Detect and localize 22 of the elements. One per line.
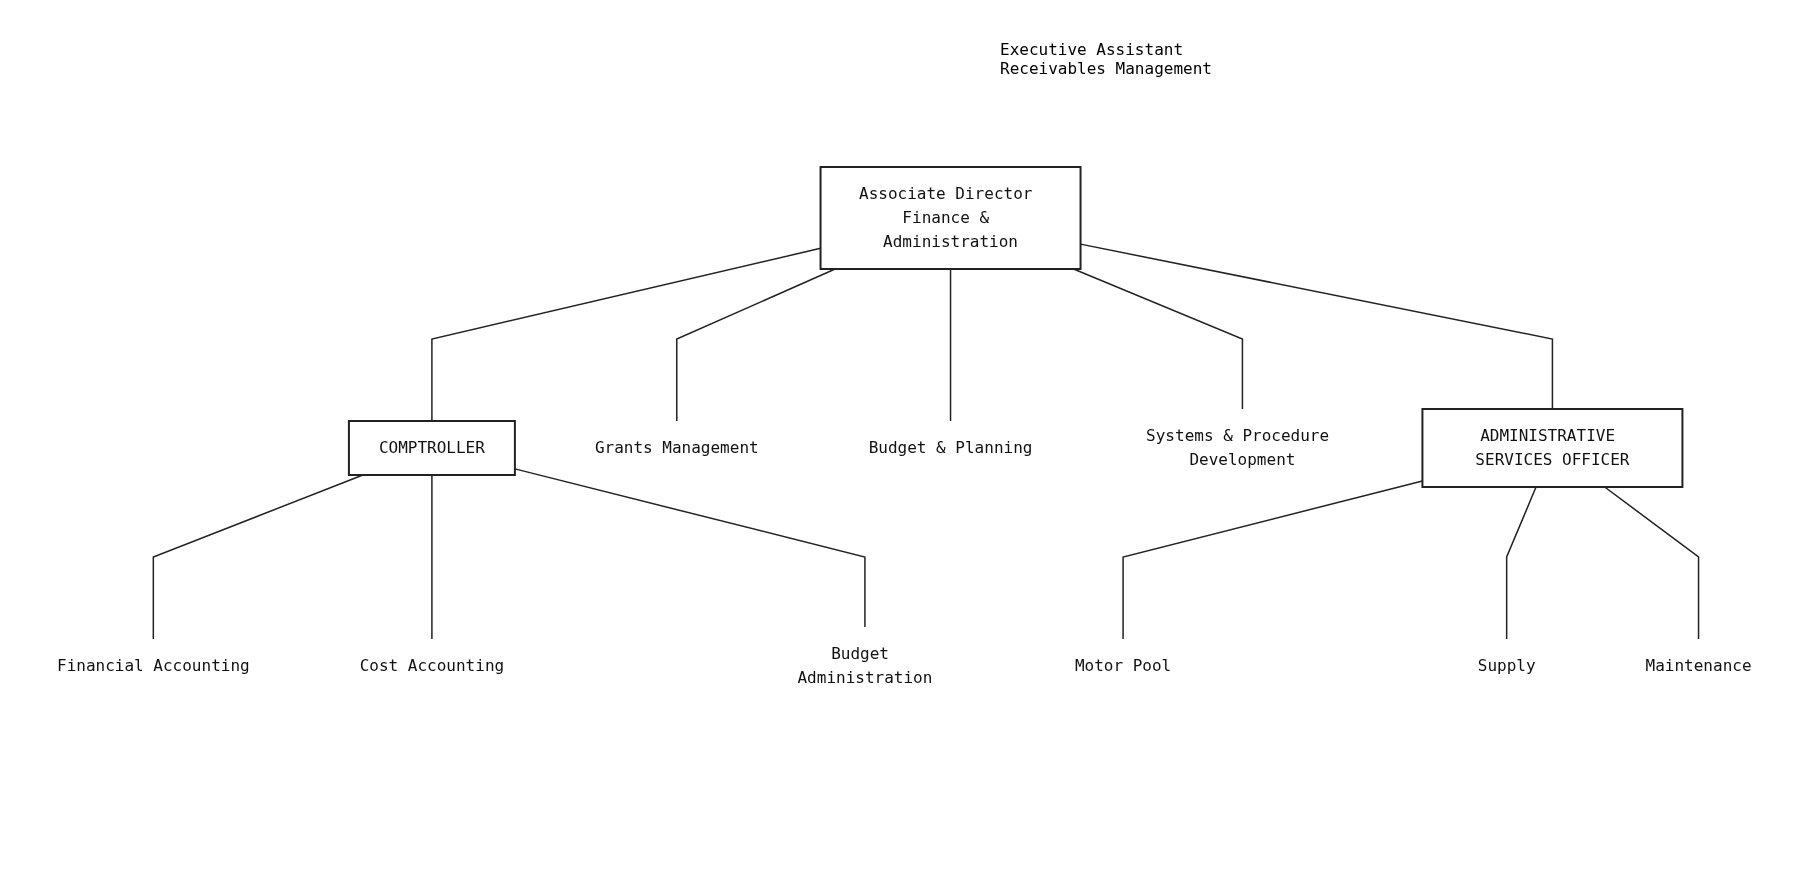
- connector: [152, 473, 364, 640]
- connector: [949, 267, 951, 422]
- connector: [430, 473, 433, 640]
- staff-position-text: Executive Assistant Receivables Management: [1000, 40, 1213, 78]
- node-text: Financial Accounting: [56, 655, 250, 675]
- node-text: Budget & Planning: [868, 437, 1033, 457]
- node-text: Systems & Procedure Development: [1145, 425, 1329, 469]
- connector: [430, 247, 821, 422]
- node-text: Maintenance: [1645, 655, 1752, 675]
- node-text: Budget Administration: [797, 643, 933, 687]
- node-text: Grants Management: [594, 437, 759, 457]
- connector: [675, 267, 836, 422]
- node-text: Motor Pool: [1074, 655, 1171, 675]
- connector: [1122, 479, 1423, 640]
- node-box: ADMINISTRATIVE SERVICES OFFICER: [1421, 407, 1684, 488]
- connector: [1072, 267, 1243, 410]
- connector: [1603, 485, 1700, 640]
- node-box: COMPTROLLER: [347, 419, 516, 476]
- node-text: Supply: [1477, 655, 1536, 675]
- node-text: Cost Accounting: [359, 655, 504, 675]
- connector: [1505, 485, 1537, 640]
- node-box: Associate Director Finance & Administration: [819, 165, 1082, 270]
